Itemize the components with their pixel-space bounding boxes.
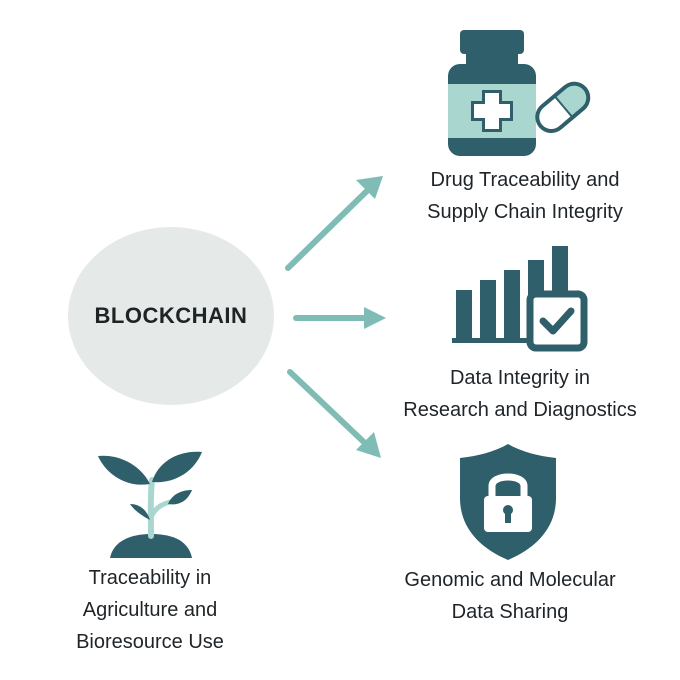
bar-chart-check-icon [452,246,588,352]
arrow-to-data [293,307,386,329]
blockchain-node: BLOCKCHAIN [68,227,274,405]
drug-traceability-label: Drug Traceability and Supply Chain Integ… [427,169,623,223]
genomic-data-label: Genomic and Molecular Data Sharing [404,569,616,623]
sprout-icon [98,451,202,558]
data-integrity-label: Data Integrity in Research and Diagnosti… [403,367,637,421]
agriculture-label: Traceability in Agriculture and Bioresou… [76,567,224,653]
medicine-bottle-icon [448,30,591,156]
blockchain-label: BLOCKCHAIN [94,303,248,328]
arrow-to-genomic [287,369,381,458]
arrow-to-drug [285,176,383,271]
shield-lock-icon [460,444,556,560]
